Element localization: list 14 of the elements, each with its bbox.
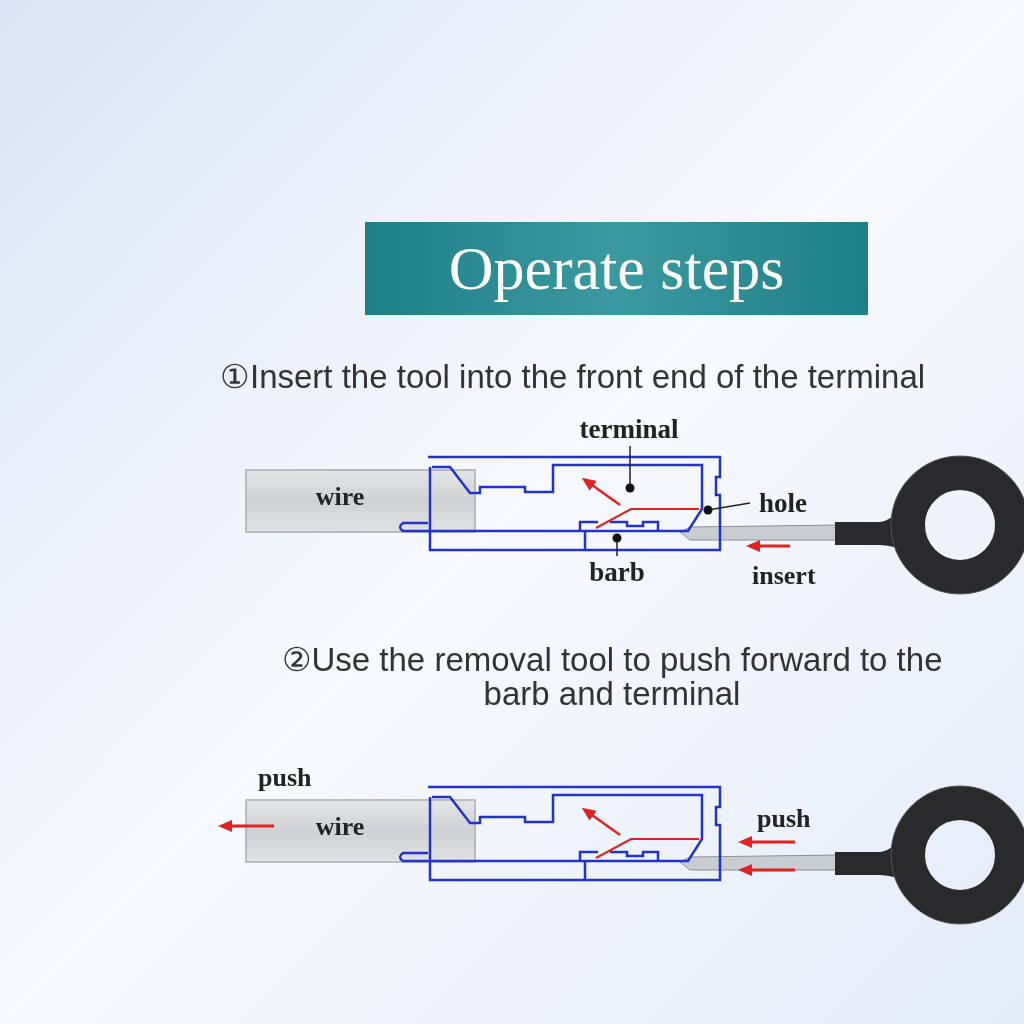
action-label: push bbox=[757, 803, 812, 835]
action-label: push bbox=[258, 762, 313, 794]
part-label: wire bbox=[314, 481, 366, 513]
part-label: hole bbox=[750, 485, 816, 521]
part-label: wire bbox=[314, 811, 366, 843]
action-label: insert bbox=[752, 560, 817, 592]
step-instruction: ①Insert the tool into the front end of the terminal bbox=[220, 357, 927, 397]
leader-line bbox=[612, 533, 622, 557]
step-instruction: ②Use the removal tool to push forward to the barb and terminal bbox=[280, 643, 944, 711]
part-label: barb bbox=[585, 554, 649, 590]
title-banner: Operate steps bbox=[365, 222, 868, 315]
part-label: terminal bbox=[566, 410, 692, 448]
leader-line bbox=[703, 502, 751, 515]
leader-line bbox=[625, 445, 635, 493]
